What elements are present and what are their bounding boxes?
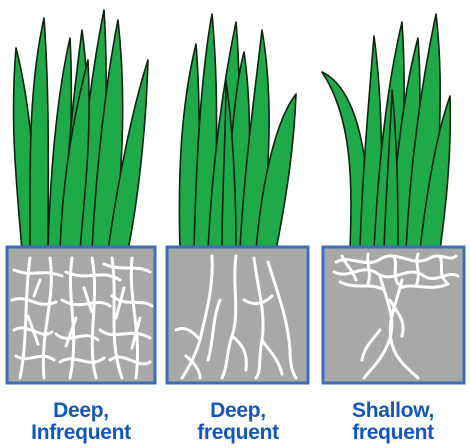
caption-deep-infrequent: Deep, Infrequent bbox=[6, 400, 156, 444]
grass-blades bbox=[14, 10, 148, 250]
panel-deep-infrequent bbox=[7, 10, 155, 383]
caption-shallow-frequent: Shallow, frequent bbox=[318, 400, 468, 444]
caption-line-1: Deep, bbox=[6, 400, 156, 422]
panel-shallow-frequent bbox=[322, 14, 464, 383]
caption-line-2: frequent bbox=[318, 422, 468, 444]
caption-line-1: Deep, bbox=[163, 400, 313, 422]
soil-block bbox=[167, 247, 308, 383]
caption-line-1: Shallow, bbox=[318, 400, 468, 422]
grass-blades bbox=[322, 14, 450, 250]
caption-line-2: frequent bbox=[163, 422, 313, 444]
caption-deep-frequent: Deep, frequent bbox=[163, 400, 313, 444]
grass-blades bbox=[179, 14, 296, 250]
caption-line-2: Infrequent bbox=[6, 422, 156, 444]
panel-deep-frequent bbox=[167, 14, 308, 383]
